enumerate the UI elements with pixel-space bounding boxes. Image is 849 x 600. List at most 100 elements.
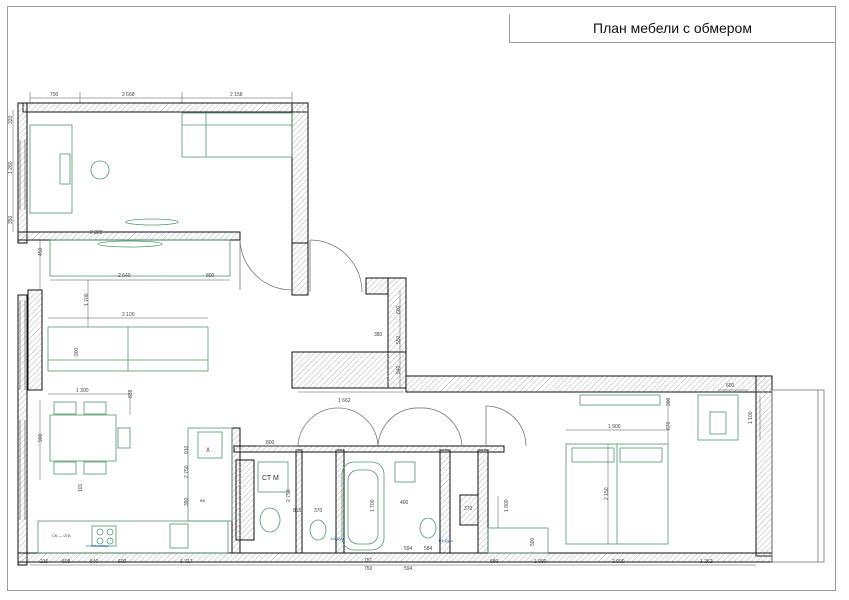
dim-bed-1: 300 bbox=[666, 397, 672, 406]
dim-row2-2: 2 640 bbox=[118, 273, 131, 279]
wall-room1-right-lower bbox=[291, 242, 309, 296]
dim-bath-0: 800 bbox=[266, 440, 275, 446]
dim-kit-1: 2 750 bbox=[184, 465, 190, 478]
kitchen-counter bbox=[37, 520, 229, 554]
doors bbox=[239, 239, 527, 447]
dim-bot-5: 750 bbox=[364, 566, 373, 572]
label-x-mark: Х bbox=[206, 448, 210, 454]
chair-room1 bbox=[90, 160, 110, 180]
dim-bed-0: 1 900 bbox=[608, 424, 621, 430]
dim-corr-3: 940 bbox=[396, 365, 402, 374]
furniture bbox=[29, 112, 739, 554]
dim-bot-9: 2 000 bbox=[612, 559, 625, 565]
dim-bot-1: 608 bbox=[62, 559, 71, 565]
toilet-2 bbox=[419, 517, 437, 539]
dim-row2-1: 450 bbox=[38, 247, 44, 256]
wall-bottom bbox=[17, 552, 773, 563]
dim-bot-7: 580 bbox=[490, 559, 499, 565]
dim-corr-1: 380 bbox=[374, 332, 383, 338]
desk-bedroom bbox=[697, 394, 739, 441]
wall-bath-2 bbox=[295, 449, 303, 554]
wall-left-pier bbox=[27, 289, 43, 391]
dim-top-2: 2 158 bbox=[230, 92, 243, 98]
wall-left-outer bbox=[17, 102, 28, 244]
dim-bed-6: 600 bbox=[726, 383, 735, 389]
dim-bath-3: 370 bbox=[314, 508, 323, 514]
kitchen-cabinet bbox=[187, 427, 233, 522]
wall-partition-1 bbox=[17, 231, 241, 241]
wall-bath-5 bbox=[477, 449, 489, 554]
dim-left-1: 1 280 bbox=[8, 161, 14, 174]
sofa-room1 bbox=[181, 112, 293, 158]
label-fridge: СТ М bbox=[262, 475, 279, 482]
label-hw: ВК bbox=[200, 498, 206, 503]
walls bbox=[17, 102, 773, 566]
dimension-lines bbox=[12, 92, 761, 566]
dim-bot-8: 1 090 bbox=[534, 559, 547, 565]
dim-top-1: 2 668 bbox=[122, 92, 135, 98]
label-kitchen-code: СК — 07А bbox=[52, 533, 71, 538]
wall-right-outer bbox=[755, 375, 773, 557]
balcony bbox=[771, 389, 825, 563]
dim-kit-3: 390 bbox=[184, 497, 190, 506]
dim-bath-4: 1 700 bbox=[370, 499, 376, 512]
dim-row2-4: 1 700 bbox=[84, 293, 90, 306]
dim-bot-10: 1 262 bbox=[700, 559, 713, 565]
dim-row2-3: 800 bbox=[206, 273, 215, 279]
fridge bbox=[257, 461, 289, 493]
label-wc2: 1/4 Душ bbox=[438, 538, 453, 543]
dim-bath-7: 370 bbox=[464, 506, 473, 512]
wall-left-lower bbox=[17, 294, 28, 566]
dim-bath-1: 815 bbox=[293, 508, 302, 514]
toilet-1 bbox=[309, 519, 327, 541]
dim-bot-4: 1 717 bbox=[180, 559, 193, 565]
sink-bath bbox=[259, 507, 281, 533]
dim-row2-7: 1 300 bbox=[76, 388, 89, 394]
wall-niche-2 bbox=[459, 494, 479, 526]
boiler bbox=[394, 461, 416, 483]
wall-corridor-top bbox=[365, 277, 389, 295]
dim-corr-2: 550 bbox=[396, 335, 402, 344]
bathtub bbox=[341, 461, 385, 551]
dim-bath-2: 2 750 bbox=[286, 489, 292, 502]
label-wc1: 1/4 Душ bbox=[330, 536, 345, 541]
wall-corridor-box bbox=[291, 351, 407, 389]
windows-left bbox=[19, 140, 26, 520]
dim-bed-2: 676 bbox=[666, 421, 672, 430]
wall-room1-right bbox=[291, 102, 309, 244]
dim-row2-8: 838 bbox=[128, 389, 134, 398]
sheet-frame bbox=[7, 6, 836, 591]
dim-bot-0: 216 bbox=[40, 559, 49, 565]
dim-bed-7: 1 100 bbox=[748, 411, 754, 424]
dim-kit-2: 910 bbox=[184, 445, 190, 454]
dim-kit-0: 101 bbox=[78, 483, 84, 492]
dim-bath-8: 594 bbox=[404, 546, 413, 552]
label-kitchen-note: столешница bbox=[86, 543, 109, 548]
wall-right-top bbox=[405, 375, 773, 393]
dim-row2-0: 2 329 bbox=[90, 230, 103, 236]
dim-bath-9: 584 bbox=[424, 546, 433, 552]
dim-left-0: 320 bbox=[8, 115, 14, 124]
dim-bath-6: 400 bbox=[400, 500, 409, 506]
sheet-title: План мебели с обмером bbox=[509, 14, 835, 43]
dim-bed-3: 1 800 bbox=[504, 499, 510, 512]
wardrobe bbox=[487, 527, 549, 554]
dim-bot-2: 540 bbox=[90, 559, 99, 565]
dim-bot-6: 594 bbox=[404, 566, 413, 572]
dim-bath-5: 751 bbox=[364, 558, 373, 564]
dim-top-0: 700 bbox=[50, 92, 59, 98]
dim-bed-4: 500 bbox=[530, 537, 536, 546]
tv-room1 bbox=[125, 218, 179, 226]
dining-table bbox=[49, 414, 117, 462]
shelf-bedroom bbox=[579, 394, 661, 406]
dim-bed-5: 2 150 bbox=[604, 487, 610, 500]
wall-top-room1 bbox=[22, 102, 309, 113]
dim-corr-0: 600 bbox=[396, 305, 402, 314]
wall-bath-6 bbox=[233, 445, 505, 453]
tv-stand-living bbox=[49, 239, 231, 277]
dim-bot-3: 600 bbox=[118, 559, 127, 565]
dim-corr-4: 1 662 bbox=[338, 398, 351, 404]
dim-row2-6: 900 bbox=[74, 347, 80, 356]
wall-niche-1 bbox=[235, 459, 255, 541]
